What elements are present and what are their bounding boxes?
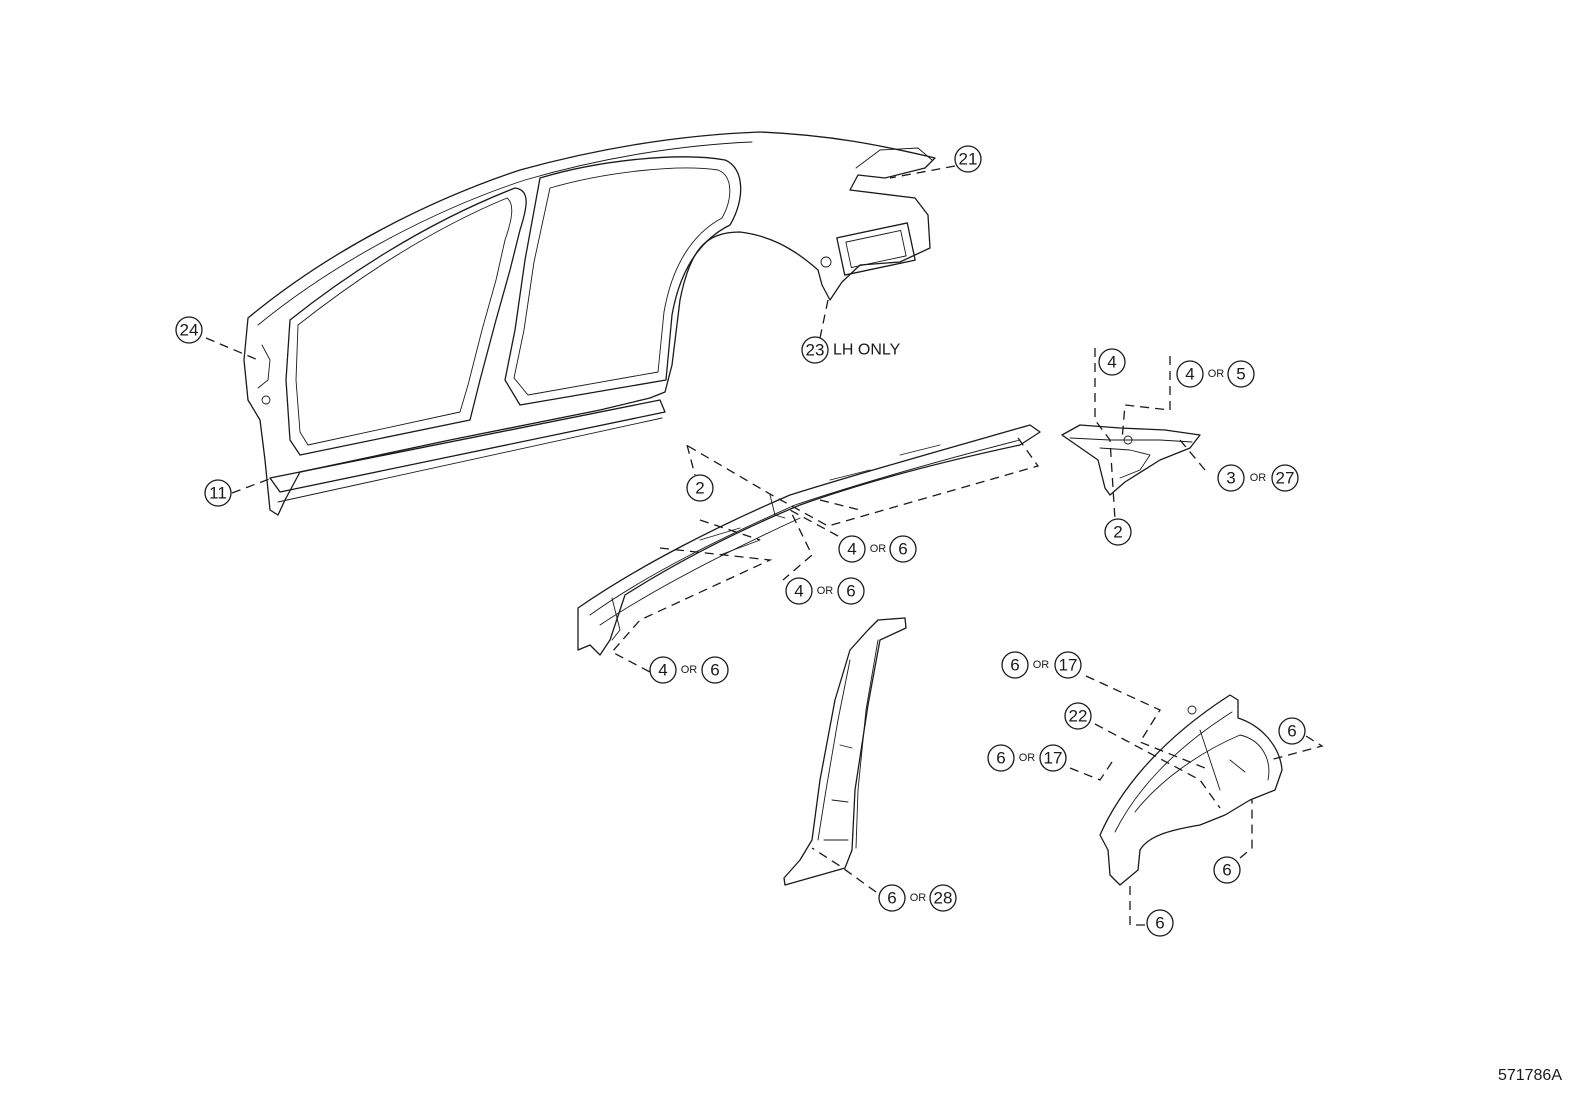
svg-text:6: 6: [996, 749, 1005, 768]
svg-text:6: 6: [1287, 722, 1296, 741]
svg-text:21: 21: [959, 150, 978, 169]
callout-6-wheelhouse-right[interactable]: 6: [1278, 717, 1306, 745]
callout-4-or-5[interactable]: 4 OR 5: [1176, 360, 1255, 388]
callout-6-or-17-upper[interactable]: 6 OR 17: [1001, 651, 1082, 679]
callout-4-or-6-lower[interactable]: 4 OR 6: [649, 656, 729, 684]
lh-only-note: LH ONLY: [833, 342, 901, 359]
rear-bracket: [1061, 424, 1201, 496]
svg-text:17: 17: [1044, 749, 1063, 768]
svg-text:6: 6: [1222, 861, 1231, 880]
callout-6-wheelhouse-lower[interactable]: 6: [1213, 856, 1241, 884]
side-outer-panel: [243, 131, 936, 516]
callout-24[interactable]: 24: [175, 316, 203, 344]
svg-text:5: 5: [1236, 365, 1245, 384]
callout-22[interactable]: 22: [1064, 702, 1092, 730]
callout-23[interactable]: 23 LH ONLY: [801, 336, 901, 364]
svg-text:4: 4: [1107, 353, 1116, 372]
svg-text:OR: OR: [1033, 659, 1050, 671]
callout-4-bracket[interactable]: 4: [1098, 348, 1126, 376]
svg-text:22: 22: [1069, 707, 1088, 726]
callout-4-or-6-upper[interactable]: 4 OR 6: [838, 535, 917, 563]
svg-text:OR: OR: [817, 585, 834, 597]
svg-text:4: 4: [847, 540, 856, 559]
svg-text:4: 4: [658, 661, 667, 680]
svg-text:OR: OR: [1019, 752, 1036, 764]
svg-text:2: 2: [1113, 523, 1122, 542]
callout-21[interactable]: 21: [954, 145, 982, 173]
svg-text:27: 27: [1276, 469, 1295, 488]
center-pillar: [783, 617, 907, 886]
svg-text:11: 11: [209, 484, 227, 503]
callout-2-roof-rail[interactable]: 2: [686, 474, 714, 502]
svg-text:6: 6: [846, 582, 855, 601]
leader-lines: [205, 165, 1324, 926]
svg-text:6: 6: [710, 661, 719, 680]
svg-text:OR: OR: [681, 664, 698, 676]
svg-text:OR: OR: [870, 543, 887, 555]
svg-text:6: 6: [887, 889, 896, 908]
svg-text:OR: OR: [1208, 368, 1225, 380]
rear-wheelhouse: [1099, 694, 1283, 886]
svg-text:4: 4: [794, 582, 803, 601]
figure-id: 571786A: [1497, 1067, 1562, 1084]
callout-6-wheelhouse-bottom[interactable]: 6: [1146, 909, 1174, 937]
callout-2-bracket[interactable]: 2: [1104, 518, 1132, 546]
svg-text:OR: OR: [910, 892, 927, 904]
svg-text:17: 17: [1059, 656, 1078, 675]
svg-text:4: 4: [1185, 365, 1194, 384]
callout-6-or-28[interactable]: 6 OR 28: [878, 884, 957, 912]
svg-text:24: 24: [180, 321, 199, 340]
svg-text:6: 6: [898, 540, 907, 559]
svg-text:6: 6: [1010, 656, 1019, 675]
callout-11[interactable]: 11: [204, 479, 232, 507]
callout-6-or-17-lower[interactable]: 6 OR 17: [987, 744, 1067, 772]
svg-text:3: 3: [1226, 469, 1235, 488]
callout-3-or-27[interactable]: 3 OR 27: [1217, 464, 1299, 492]
svg-text:23: 23: [806, 341, 825, 360]
callout-4-or-6-middle[interactable]: 4 OR 6: [785, 577, 865, 605]
svg-text:6: 6: [1155, 914, 1164, 933]
svg-text:OR: OR: [1250, 472, 1267, 484]
svg-text:28: 28: [934, 889, 953, 908]
svg-text:2: 2: [695, 479, 704, 498]
roof-side-rail: [577, 424, 1041, 656]
